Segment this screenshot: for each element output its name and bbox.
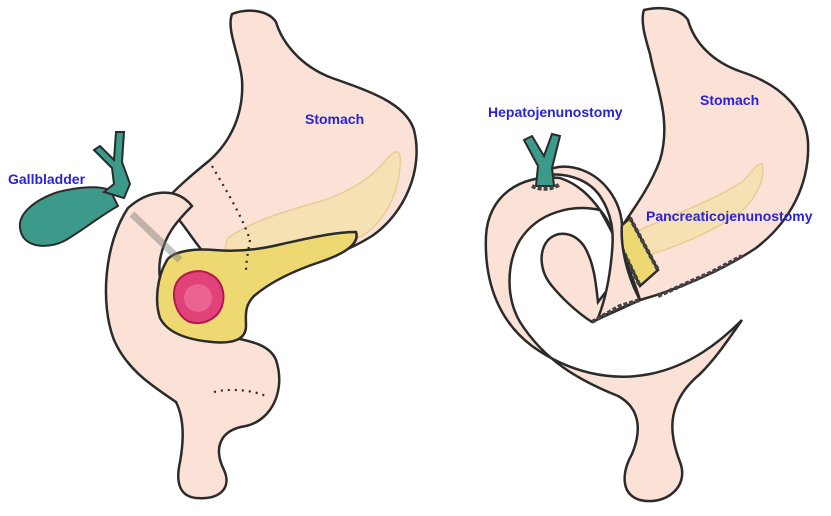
label-stomach-left: Stomach xyxy=(305,111,364,127)
after-panel xyxy=(486,8,808,501)
label-stomach-right: Stomach xyxy=(700,92,759,108)
label-hepatojejunostomy: Hepatojenunostomy xyxy=(488,104,623,120)
label-pancreaticojejunostomy: Pancreaticojenunostomy xyxy=(646,208,813,224)
gallbladder xyxy=(20,132,130,246)
before-panel xyxy=(20,11,417,498)
tumor xyxy=(174,271,224,323)
label-gallbladder: Gallbladder xyxy=(8,171,85,187)
